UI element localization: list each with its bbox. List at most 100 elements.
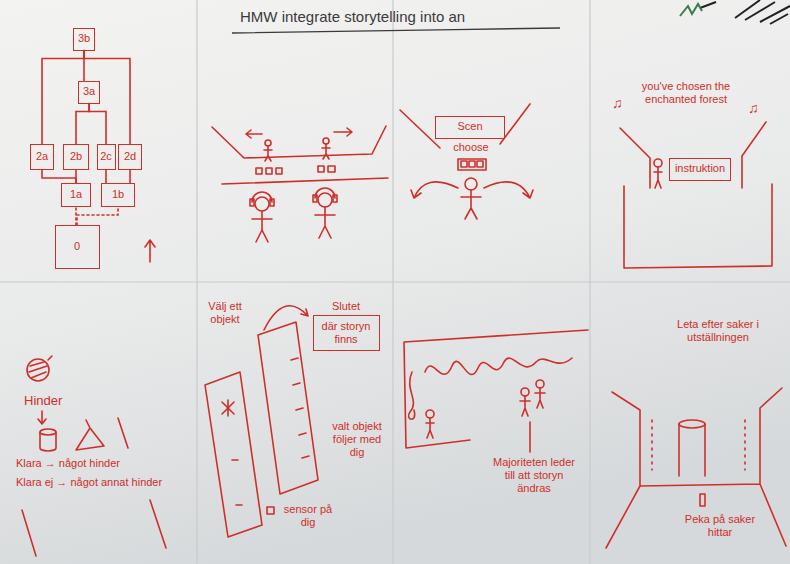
majority-note: Majoriteten leder till att storyn ändras	[490, 456, 578, 496]
ink-scribble	[680, 4, 702, 16]
visitor-body	[535, 388, 545, 408]
outcome-note: Klara → något hinder	[16, 457, 120, 470]
node-frame: där storyn finns	[313, 315, 380, 351]
node-text: 2b	[70, 150, 82, 163]
story-node-box: 1b	[101, 183, 135, 207]
choose-label: choose	[448, 141, 494, 154]
object-note: valt objekt följer med dig	[326, 420, 388, 460]
node-heading: Slutet	[332, 300, 360, 313]
visitor-head	[654, 159, 662, 167]
object-mark	[222, 400, 242, 505]
page-title: HMW integrate storytelling into an	[240, 8, 465, 26]
obstacle-title: Hinder	[24, 393, 62, 409]
music-note: ♫	[612, 95, 623, 112]
node-text: 0	[74, 240, 80, 253]
story-node-box: 0	[55, 225, 100, 269]
wall-marks	[291, 358, 309, 458]
audio-message: you've chosen the enchanted forest	[636, 80, 736, 106]
visitor-body	[654, 167, 662, 188]
leader-line	[529, 422, 531, 452]
down-arrow	[38, 411, 46, 424]
node-text: 2c	[100, 150, 112, 163]
exhibit-cylinder	[679, 424, 705, 476]
story-branch-line	[42, 170, 76, 183]
story-node-box: 2a	[30, 144, 54, 170]
story-branch-line	[76, 104, 89, 145]
visitor-body	[426, 418, 434, 438]
story-node-box: 2d	[118, 144, 142, 170]
story-node-box: 3b	[73, 28, 95, 51]
node-text: 2a	[36, 150, 48, 163]
node-text: där storyn finns	[318, 320, 374, 346]
move-arrow	[246, 128, 352, 138]
visitor-head	[318, 193, 332, 207]
story-branch-line	[75, 207, 77, 225]
ending-box: Slutet där storyn finns	[313, 300, 380, 352]
node-text: 3b	[78, 32, 90, 45]
node-text: 3a	[83, 85, 95, 98]
direction-arrow	[145, 240, 155, 262]
screen-wall	[404, 330, 588, 448]
performer-body	[264, 146, 272, 161]
scribble-fill	[29, 356, 52, 378]
story-loop	[408, 372, 414, 419]
visitor-head	[465, 178, 477, 190]
obstacle-wedge	[76, 418, 128, 450]
ink-scribble	[700, 0, 790, 24]
choice-buttons	[458, 159, 486, 170]
exhibit-wall	[205, 372, 262, 537]
instruction-note: Välj ett objekt	[203, 300, 247, 326]
visitor-head	[536, 380, 544, 388]
pointer-device	[700, 494, 705, 506]
wall-dots	[652, 420, 745, 470]
exhibit-cylinder	[679, 420, 705, 428]
gallery-room	[606, 388, 786, 548]
story-branch-line	[105, 170, 107, 183]
node-text: 1b	[112, 188, 124, 201]
search-note: Leta efter saker i utställningen	[664, 318, 772, 344]
obstacle-cylinder	[40, 432, 56, 451]
forest-room	[620, 122, 772, 268]
sketch-line	[22, 500, 166, 556]
headphones	[250, 192, 274, 206]
sensor-icon	[267, 507, 274, 514]
exhibit-wall	[258, 322, 318, 494]
story-node-box: 1a	[61, 183, 91, 207]
instruction-box: instruktion	[669, 158, 731, 181]
story-squiggle	[425, 358, 572, 375]
node-text: 1a	[70, 188, 82, 201]
node-text: 2d	[124, 150, 136, 163]
visitor-body	[252, 211, 272, 242]
point-note: Peka på saker hittar	[680, 513, 760, 539]
obstacle-cylinder	[40, 429, 56, 435]
sensor-note: sensor på dig	[279, 503, 337, 529]
story-node-box: 3a	[78, 81, 100, 104]
screen-box: Scen	[435, 116, 505, 139]
visitor-body	[315, 207, 335, 238]
performer-body	[322, 144, 330, 159]
node-text: instruktion	[675, 162, 725, 175]
outcome-note: Klara ej → något annat hinder	[16, 476, 162, 489]
curved-arrow	[264, 306, 308, 330]
music-note: ♫	[748, 100, 759, 117]
story-branch-line	[77, 207, 118, 225]
story-node-box: 2b	[63, 144, 89, 170]
visitor-body	[461, 190, 481, 219]
visitor-head	[255, 197, 269, 211]
visitor-body	[520, 396, 530, 416]
node-text: Scen	[457, 120, 482, 133]
story-branch-line	[89, 104, 106, 145]
performer-head	[265, 140, 271, 146]
story-branch-line	[129, 170, 131, 183]
story-branch-line	[75, 170, 77, 183]
story-node-box: 2c	[97, 144, 116, 170]
headphones	[313, 188, 337, 202]
visitor-head	[521, 388, 529, 396]
visitor-head	[426, 410, 434, 418]
stage-outline	[212, 126, 388, 184]
title-underline	[232, 28, 560, 33]
prop-squares	[256, 166, 335, 174]
performer-head	[323, 138, 329, 144]
